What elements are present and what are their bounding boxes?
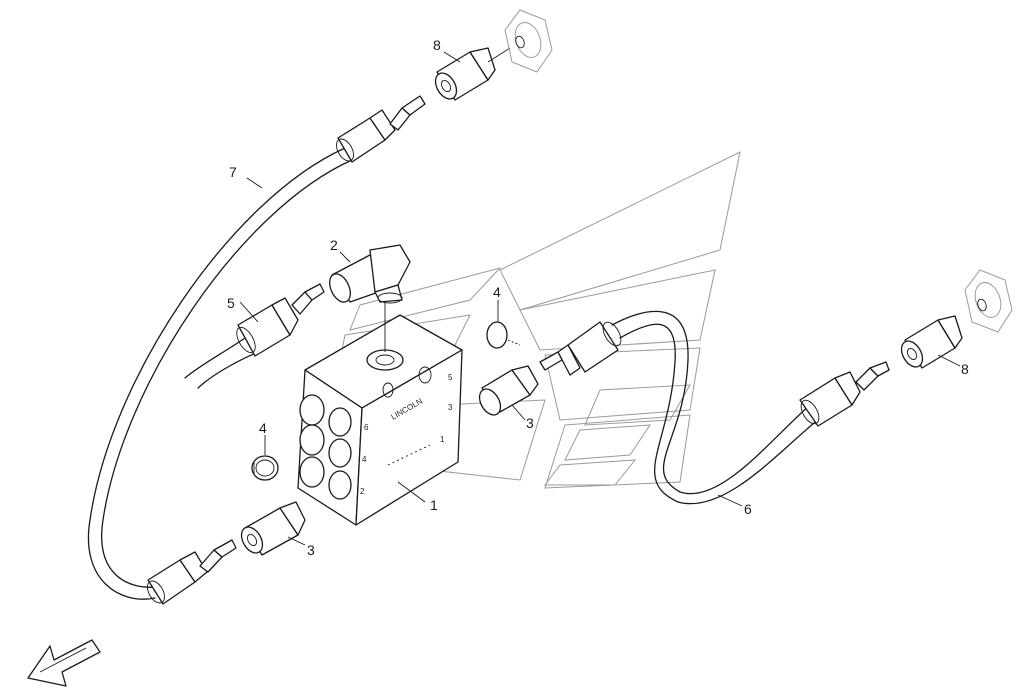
hose-6-fitting-right <box>799 361 890 427</box>
outlet-label-1: 1 <box>440 435 445 444</box>
hose-7-fitting-top <box>336 95 426 163</box>
callout-3-bottom: 3 <box>307 542 315 558</box>
hose-7-fitting-bottom <box>147 539 237 605</box>
outlet-label-2: 2 <box>360 487 365 496</box>
connector-8-right <box>900 315 963 369</box>
callout-5: 5 <box>227 295 235 311</box>
callout-4-right: 4 <box>493 284 501 300</box>
plug-4-left <box>251 455 279 481</box>
nut-8-right <box>964 269 1013 333</box>
distributor-block-1: 6 4 2 5 3 1 LINCOLN <box>297 314 463 526</box>
direction-arrow <box>27 639 101 687</box>
callout-8-top: 8 <box>433 37 441 53</box>
connector-8-top <box>434 47 511 101</box>
connector-3-bottom <box>240 501 306 556</box>
outlet-label-3: 3 <box>448 403 453 412</box>
callout-2: 2 <box>330 237 338 253</box>
callout-6: 6 <box>744 501 752 517</box>
callout-8-right: 8 <box>961 361 969 377</box>
elbow-2 <box>329 244 411 304</box>
outlet-label-6: 6 <box>364 423 369 432</box>
callout-4-left: 4 <box>259 420 267 436</box>
plug-4-right <box>486 321 521 349</box>
outlet-label-5: 5 <box>448 373 453 382</box>
hose-6-fitting-left <box>539 321 622 376</box>
callout-3-right: 3 <box>526 415 534 431</box>
callout-1: 1 <box>430 497 438 513</box>
hose-fitting-5 <box>184 283 325 389</box>
connector-3-right <box>478 365 539 416</box>
nut-8-top <box>504 9 553 73</box>
outlet-label-4: 4 <box>362 455 367 464</box>
leader-lines <box>239 51 961 546</box>
callout-7: 7 <box>229 164 237 180</box>
callouts: 8 2 5 7 4 4 3 3 1 6 8 <box>227 37 969 558</box>
hose-6 <box>539 310 890 505</box>
hose-7 <box>87 95 426 605</box>
